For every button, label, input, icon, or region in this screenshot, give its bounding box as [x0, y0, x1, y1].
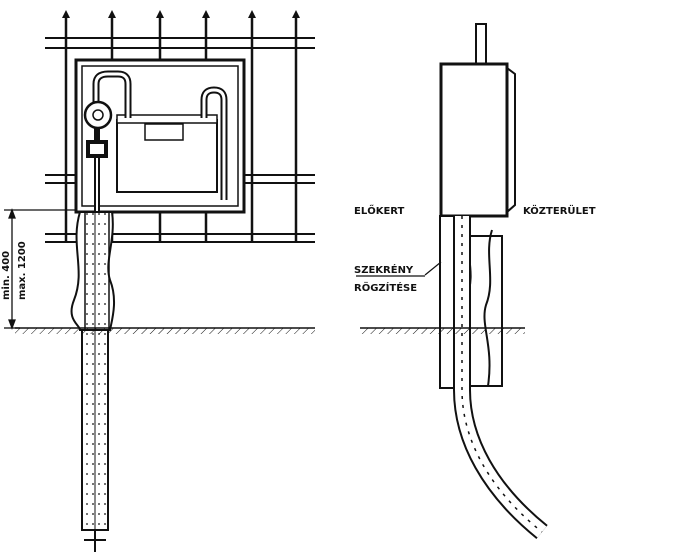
fence-post [475, 23, 487, 65]
label-elokert: ELŐKERT [354, 203, 405, 217]
fence-picket-tip [202, 10, 210, 18]
label-kozterulet: KÖZTERÜLET [523, 203, 596, 217]
service-pipe [70, 211, 116, 552]
height-dimension [4, 208, 76, 330]
fence-picket-tip [62, 10, 70, 18]
support-post [439, 215, 455, 389]
meter-top [116, 114, 218, 124]
leader-line [424, 261, 442, 276]
meter-cabinet [74, 58, 246, 214]
fence-picket-tip [108, 10, 116, 18]
fence-picket-tip [292, 10, 300, 18]
ground-line-left [15, 327, 315, 334]
label-szekreny: SZEKRÉNY [354, 263, 414, 276]
cabinet-side [439, 62, 509, 218]
fence-picket-tip [248, 10, 256, 18]
dimension-max: max. 1200 [17, 241, 28, 300]
ground-line-right [360, 327, 525, 334]
side-view [356, 23, 548, 539]
front-view: min. 400 max. 1200 [1, 10, 315, 552]
fence-picket-tip [156, 10, 164, 18]
meter-display [144, 123, 184, 141]
label-rogzitese: RÖGZÍTÉSE [354, 280, 417, 294]
dimension-min: min. 400 [1, 251, 12, 300]
